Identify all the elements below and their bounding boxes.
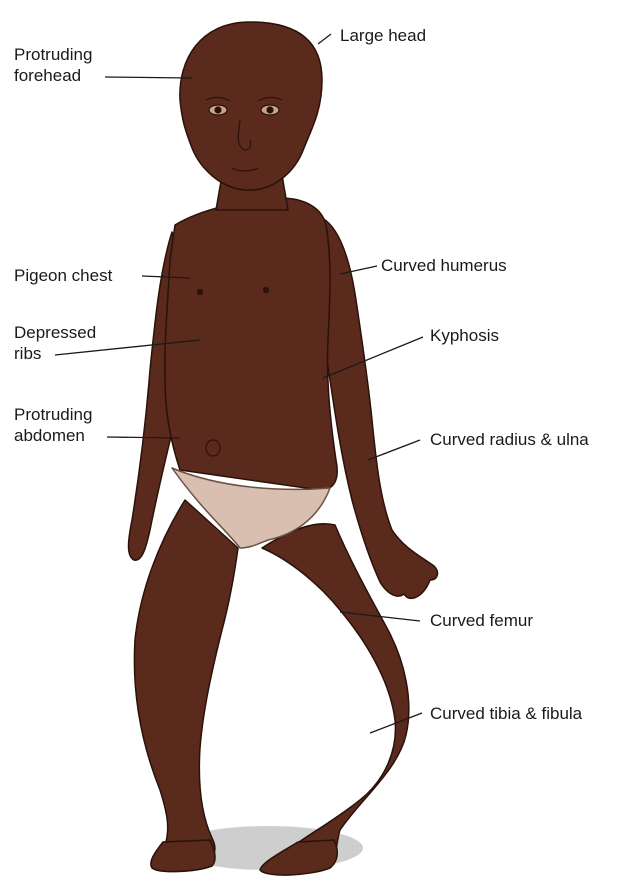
label-protruding-forehead: Protruding forehead (14, 44, 92, 86)
child-body (129, 22, 438, 875)
head (180, 22, 322, 190)
label-pigeon-chest: Pigeon chest (14, 265, 112, 286)
label-depressed-ribs: Depressed ribs (14, 322, 96, 364)
left-nipple (198, 290, 203, 295)
label-curved-tibia-fibula: Curved tibia & fibula (430, 703, 582, 724)
leader-large-head (318, 34, 331, 44)
left-foot (151, 840, 215, 872)
left-leg (134, 500, 238, 863)
right-nipple (264, 288, 269, 293)
label-kyphosis: Kyphosis (430, 325, 499, 346)
label-large-head: Large head (340, 25, 426, 46)
leader-protruding-forehead (105, 77, 192, 78)
label-curved-radius-ulna: Curved radius & ulna (430, 429, 589, 450)
label-curved-humerus: Curved humerus (381, 255, 507, 276)
label-protruding-abdomen: Protruding abdomen (14, 404, 92, 446)
label-curved-femur: Curved femur (430, 610, 533, 631)
torso (165, 198, 337, 490)
